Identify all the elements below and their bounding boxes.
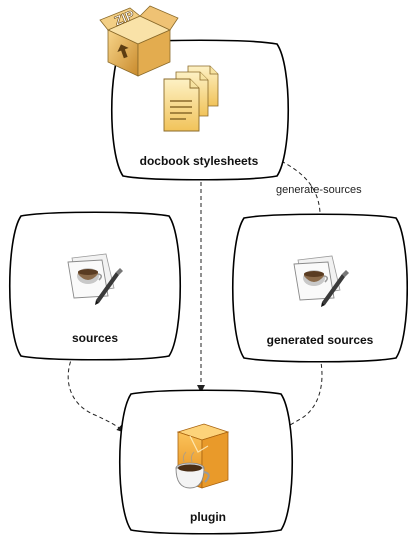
node-sources[interactable]: sources xyxy=(9,211,181,361)
node-label-plugin: plugin xyxy=(190,510,226,524)
java-source-file-icon xyxy=(67,253,123,305)
java-coffee-cube-icon xyxy=(175,423,230,489)
zip-archive-icon: ZIP xyxy=(99,5,179,77)
node-label-docbook-stylesheets: docbook stylesheets xyxy=(140,154,259,168)
edge-label-generate-sources: generate-sources xyxy=(276,184,362,196)
edge-sources-to-plugin xyxy=(67,354,125,433)
documents-stack-icon xyxy=(163,65,219,132)
node-label-sources: sources xyxy=(72,331,118,345)
node-docbook-stylesheets[interactable]: docbook stylesheets xyxy=(110,39,290,181)
edge-docbook-to-generated xyxy=(274,157,325,223)
java-source-file-icon xyxy=(293,255,349,307)
node-plugin[interactable]: plugin xyxy=(119,389,293,535)
node-generated-sources[interactable]: generated sources xyxy=(232,213,408,363)
node-label-generated-sources: generated sources xyxy=(267,333,374,347)
